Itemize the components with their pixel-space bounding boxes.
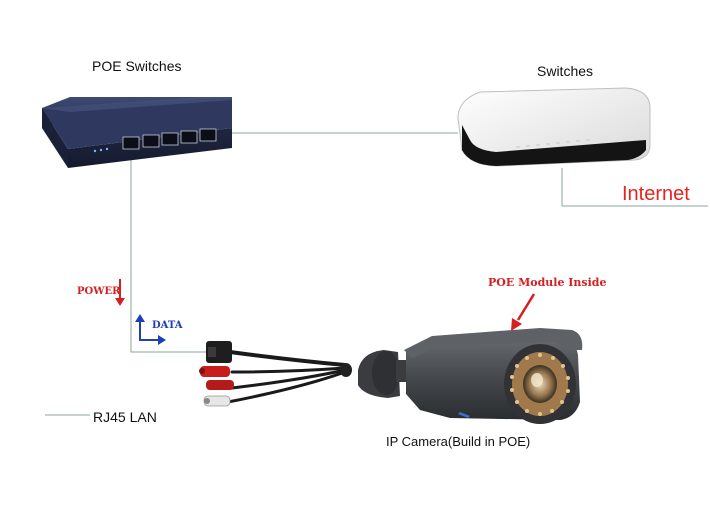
data-arrow-icon xyxy=(135,314,166,345)
switch-device xyxy=(457,87,651,167)
switches-label: Switches xyxy=(537,63,594,79)
ip-camera-device xyxy=(199,328,583,424)
poe-module-label: POE Module Inside xyxy=(488,276,607,289)
poe-switch-device xyxy=(42,97,232,168)
power-label: POWER xyxy=(77,286,121,297)
power-jack-connector xyxy=(199,366,234,407)
ir-led-ring xyxy=(510,353,570,416)
data-label: DATA xyxy=(152,320,183,331)
power-arrow-icon xyxy=(115,279,125,306)
rj45-ports xyxy=(122,128,217,150)
poe-switches-label: POE Switches xyxy=(92,58,182,74)
rj45-connector xyxy=(206,341,232,363)
cable-lines xyxy=(45,132,708,416)
internet-label: Internet xyxy=(622,183,690,205)
ip-camera-label: IP Camera(Build in POE) xyxy=(386,434,531,449)
cable-switch-to-internet xyxy=(561,168,708,207)
cable-poe-to-camera xyxy=(130,160,208,353)
switch-led-strip xyxy=(516,139,590,148)
poe-module-arrow-icon xyxy=(511,293,536,331)
legend-rj45-label: RJ45 LAN xyxy=(93,409,157,425)
